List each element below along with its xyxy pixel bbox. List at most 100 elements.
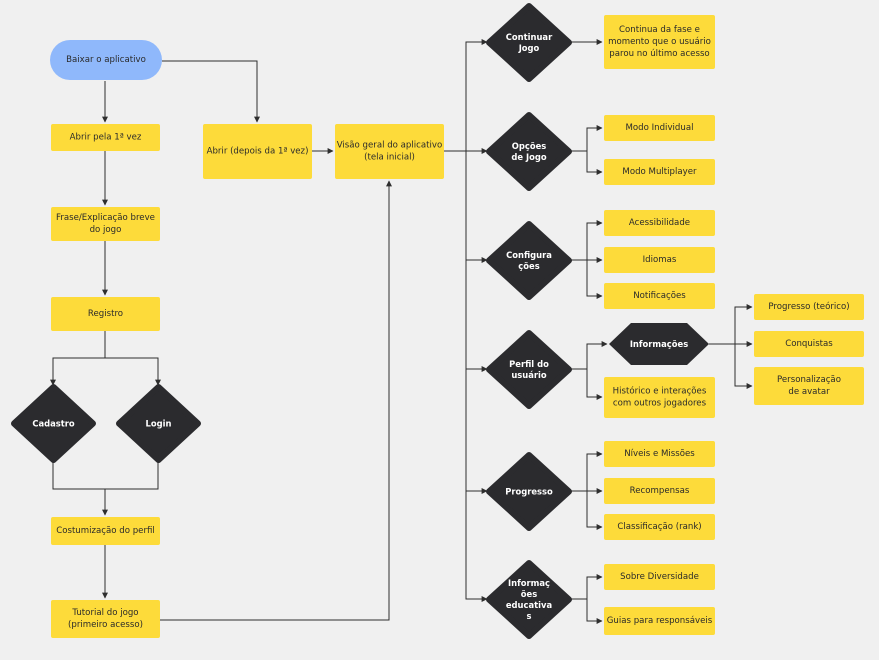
node-guides: Guias para responsáveis	[604, 607, 715, 635]
connector-line	[586, 491, 603, 530]
process-box	[604, 159, 715, 185]
node-multi: Modo Multiplayer	[604, 159, 715, 185]
node-label: Informações	[630, 339, 688, 349]
process-box	[51, 207, 160, 241]
node-first-open: Abrir pela 1ª vez	[51, 124, 160, 151]
connector-line	[465, 151, 488, 263]
node-diversity: Sobre Diversidade	[604, 564, 715, 590]
node-label: momento que o usuário	[608, 37, 711, 47]
connector-line	[569, 341, 608, 370]
connector-line	[465, 151, 488, 494]
node-label: com outros jogadores	[613, 399, 707, 409]
start-pill	[50, 40, 162, 80]
node-label: Cadastro	[32, 419, 75, 429]
node-label: ções	[518, 261, 539, 271]
decision-diamond	[11, 384, 96, 463]
connector-line	[569, 125, 603, 152]
process-box	[604, 115, 715, 141]
process-box	[604, 478, 715, 504]
node-start: Baixar o aplicativo	[50, 40, 162, 80]
connector-line	[586, 369, 603, 400]
process-box	[604, 15, 715, 69]
node-label: Login	[146, 419, 172, 429]
node-avatar: Personalização de avatar	[754, 367, 864, 405]
node-accessibility: Acessibilidade	[604, 210, 715, 236]
connector-line	[569, 451, 603, 492]
node-label: Opções	[512, 141, 547, 151]
node-label: Conquistas	[785, 339, 833, 349]
node-notifications: Notificações	[604, 283, 715, 309]
node-label: Visão geral do aplicativo	[337, 141, 443, 151]
node-register: Registro	[51, 297, 160, 331]
process-box	[754, 331, 864, 357]
connector-line	[586, 260, 603, 299]
process-box	[335, 124, 444, 179]
node-customize: Costumização do perfil	[51, 517, 160, 545]
node-single: Modo Individual	[604, 115, 715, 141]
node-label: Acessibilidade	[629, 218, 690, 228]
node-label: Guias para responsáveis	[607, 616, 713, 626]
process-box	[604, 283, 715, 309]
node-label: Baixar o aplicativo	[66, 55, 146, 65]
process-box	[51, 297, 160, 331]
node-label: Histórico e interações	[613, 386, 707, 397]
decision-diamond	[486, 330, 572, 409]
decision-diamond	[486, 112, 572, 191]
node-label: Classificação (rank)	[617, 522, 701, 532]
node-label: Modo Individual	[626, 123, 694, 133]
node-label: Personalização	[777, 375, 841, 385]
process-box	[604, 441, 715, 467]
node-rewards: Recompensas	[604, 478, 715, 504]
node-label: usuário	[511, 370, 547, 380]
process-box	[51, 600, 160, 638]
node-label: de avatar	[788, 387, 830, 397]
connector-line	[105, 357, 161, 386]
node-open-after: Abrir (depois da 1ª vez)	[203, 124, 312, 179]
node-label: Tutorial do jogo	[71, 608, 138, 618]
process-box	[604, 247, 715, 273]
node-label: de Jogo	[511, 152, 546, 162]
decision-hexagon	[609, 323, 709, 365]
node-label: Configura	[506, 250, 552, 260]
node-label: Idiomas	[643, 255, 677, 265]
connector-line	[465, 39, 488, 151]
connector-line	[586, 599, 603, 624]
process-box	[604, 377, 715, 418]
decision-diamond	[116, 384, 201, 463]
node-achievements: Conquistas	[754, 331, 864, 357]
node-label: Registro	[88, 309, 123, 319]
connector-line	[465, 151, 488, 602]
process-box	[604, 210, 715, 236]
node-label: Níveis e Missões	[624, 449, 695, 459]
node-label: Costumização do perfil	[56, 526, 155, 536]
connector-line	[734, 304, 753, 344]
process-box	[754, 367, 864, 405]
node-history: Histórico e interações com outros jogador…	[604, 377, 715, 418]
node-languages: Idiomas	[604, 247, 715, 273]
decision-diamond	[486, 3, 572, 82]
node-info: Informações	[609, 323, 709, 365]
process-box	[604, 607, 715, 635]
node-label: Abrir pela 1ª vez	[70, 133, 142, 143]
node-ranking: Classificação (rank)	[604, 514, 715, 540]
node-label: do jogo	[90, 225, 122, 235]
node-label: educativa	[506, 600, 552, 610]
decision-diamond	[486, 221, 572, 300]
connector-line	[162, 60, 260, 123]
node-label: Notificações	[633, 291, 686, 301]
process-box	[604, 564, 715, 590]
node-label: Jogo	[518, 43, 540, 53]
node-label: Modo Multiplayer	[622, 167, 697, 177]
node-levels: Níveis e Missões	[604, 441, 715, 467]
connector-line	[52, 461, 108, 516]
node-overview: Visão geral do aplicativo(tela inicial)	[335, 124, 444, 179]
node-label: Abrir (depois da 1ª vez)	[207, 147, 309, 157]
node-signup: Cadastro	[11, 384, 96, 463]
connector-line	[160, 180, 392, 621]
